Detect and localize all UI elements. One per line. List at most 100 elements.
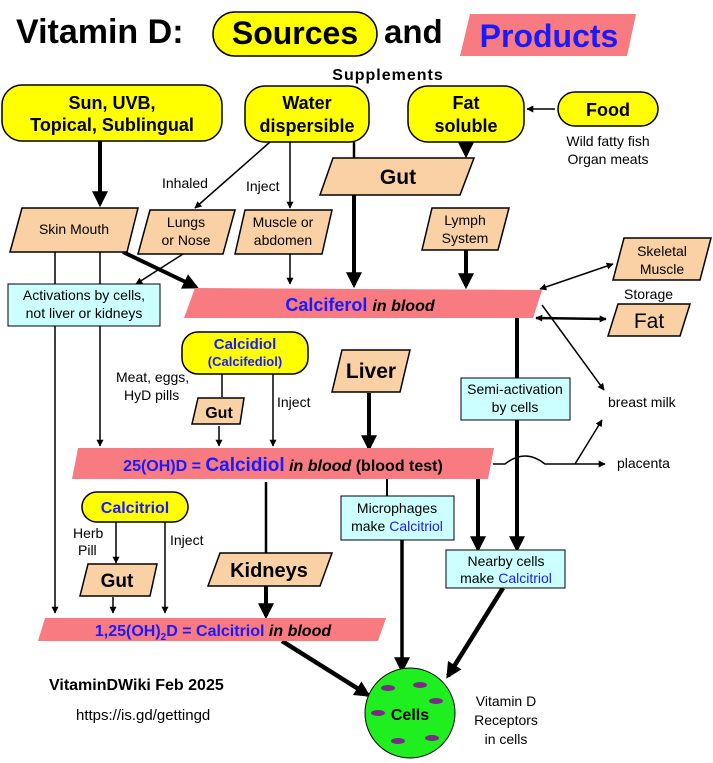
fat-line-2: soluble bbox=[434, 116, 497, 136]
calcitriol-bubble: Calcitriol bbox=[81, 491, 189, 523]
svg-text:Gut: Gut bbox=[380, 166, 416, 189]
svg-text:make Calcitriol: make Calcitriol bbox=[351, 518, 443, 534]
inject-label-3: Inject bbox=[170, 532, 204, 548]
inject-label-2: Inject bbox=[277, 394, 311, 410]
receptors-line-3: in cells bbox=[485, 731, 528, 747]
inhaled-label: Inhaled bbox=[162, 175, 208, 191]
cells-label: Cells bbox=[391, 707, 429, 724]
title: Vitamin D: Sources and Products bbox=[16, 11, 636, 57]
gut-top: Gut bbox=[318, 157, 476, 196]
muscle-abdomen-box: Muscle or abdomen bbox=[234, 209, 333, 255]
lungs-nose-box: Lungs or Nose bbox=[137, 209, 236, 255]
svg-text:or Nose: or Nose bbox=[161, 232, 210, 248]
calcidiol-tail: (blood test) bbox=[356, 458, 443, 475]
microphages-box: Microphages make Calcitriol bbox=[340, 495, 455, 541]
calcidiol-italic: in blood bbox=[289, 458, 352, 475]
calcitriol-bar: 1,25(OH)2D = Calcitriol in blood bbox=[38, 618, 386, 643]
svg-text:Muscle or: Muscle or bbox=[253, 214, 314, 230]
semi-activation-box: Semi-activation by cells bbox=[460, 377, 571, 421]
gut-mid: Gut bbox=[191, 397, 245, 425]
svg-text:Fat: Fat bbox=[634, 310, 665, 333]
skin-mouth-box: Skin Mouth bbox=[9, 207, 139, 253]
calciferol-main: Calciferol bbox=[285, 295, 367, 315]
activations-box: Activations by cells, not liver or kidne… bbox=[7, 283, 161, 327]
fat-line-1: Fat bbox=[453, 93, 480, 113]
svg-text:1,25(OH)2D = Calcitriol in blo: 1,25(OH)2D = Calcitriol in blood bbox=[95, 623, 332, 643]
calcitriol-italic: in blood bbox=[269, 623, 332, 640]
svg-text:Semi-activation: Semi-activation bbox=[467, 381, 563, 397]
svg-text:make Calcitriol: make Calcitriol bbox=[460, 570, 552, 586]
title-and: and bbox=[384, 13, 443, 50]
products-banner bbox=[460, 14, 636, 56]
meat-label-2: HyD pills bbox=[124, 387, 179, 403]
nearby-cells-box: Nearby cells make Calcitriol bbox=[445, 549, 566, 589]
meat-label-1: Meat, eggs, bbox=[116, 369, 189, 385]
herb-label: Herb bbox=[73, 525, 104, 541]
title-products: Products bbox=[480, 18, 619, 54]
receptor-dot bbox=[391, 738, 405, 744]
food-note-1: Wild fatty fish bbox=[566, 133, 649, 149]
liver-box: Liver bbox=[331, 349, 411, 393]
svg-text:Skeletal: Skeletal bbox=[637, 243, 687, 259]
calcitriol-part2: D = Calcitriol bbox=[166, 623, 269, 640]
sun-line-2: Topical, Sublingual bbox=[30, 115, 194, 135]
svg-text:Calciferol in blood: Calciferol in blood bbox=[285, 295, 435, 315]
source-water-dispersible: Water dispersible bbox=[244, 85, 370, 143]
lymph-system-box: Lymph System bbox=[421, 207, 510, 251]
placenta-label: placenta bbox=[617, 455, 670, 471]
calcidiol-bar: 25(OH)D = Calcidiol in blood (blood test… bbox=[72, 448, 494, 479]
breast-milk-label: breast milk bbox=[608, 394, 677, 410]
calciferol-bar: Calciferol in blood bbox=[184, 288, 542, 318]
supplements-header: Supplements bbox=[332, 67, 443, 84]
svg-text:System: System bbox=[442, 230, 489, 246]
sources-pill bbox=[212, 11, 378, 57]
svg-text:Activations by cells,: Activations by cells, bbox=[23, 287, 145, 303]
url-link[interactable]: https://is.gd/gettingd bbox=[76, 707, 210, 724]
svg-text:Kidneys: Kidneys bbox=[230, 560, 308, 582]
fat-storage-box: Fat bbox=[606, 303, 692, 337]
cells-circle: Cells bbox=[364, 667, 456, 759]
receptor-dot bbox=[381, 685, 395, 691]
svg-text:Calcitriol: Calcitriol bbox=[101, 500, 169, 517]
calcidiol-prefix: 25(OH)D = bbox=[123, 458, 205, 475]
inject-label-1: Inject bbox=[246, 178, 280, 194]
svg-text:Skin Mouth: Skin Mouth bbox=[39, 221, 109, 237]
receptor-dot bbox=[429, 698, 443, 704]
svg-text:Muscle: Muscle bbox=[640, 261, 685, 277]
svg-text:Lungs: Lungs bbox=[167, 214, 205, 230]
source-sun: Sun, UVB, Topical, Sublingual bbox=[1, 84, 223, 142]
gut-low: Gut bbox=[79, 563, 158, 597]
calcitriol-part1: 1,25(OH) bbox=[95, 623, 161, 640]
svg-text:not liver or kidneys: not liver or kidneys bbox=[26, 305, 143, 321]
svg-text:Liver: Liver bbox=[346, 360, 396, 383]
receptor-dot bbox=[371, 710, 385, 716]
source-fat-soluble: Fat soluble bbox=[407, 85, 525, 143]
kidneys-box: Kidneys bbox=[206, 552, 334, 587]
sun-line-1: Sun, UVB, bbox=[68, 93, 155, 113]
svg-text:Gut: Gut bbox=[205, 405, 233, 422]
svg-text:by cells: by cells bbox=[492, 399, 539, 415]
food-label: Food bbox=[586, 100, 630, 120]
skeletal-muscle-box: Skeletal Muscle bbox=[612, 237, 712, 281]
calcidiol-main: Calcidiol bbox=[205, 455, 284, 476]
receptors-line-2: Receptors bbox=[474, 712, 538, 728]
credit: VitaminDWiki Feb 2025 bbox=[49, 677, 224, 694]
receptors-line-1: Vitamin D bbox=[476, 693, 536, 709]
calciferol-suffix: in blood bbox=[372, 298, 435, 315]
svg-text:Gut: Gut bbox=[101, 571, 134, 592]
source-food: Food bbox=[557, 91, 659, 127]
calcitriol-sub: 2 bbox=[161, 632, 167, 643]
svg-text:Microphages: Microphages bbox=[357, 500, 437, 516]
pill-label: Pill bbox=[78, 542, 97, 558]
water-line-2: dispersible bbox=[259, 116, 354, 136]
svg-text:Calcidiol: Calcidiol bbox=[214, 336, 277, 353]
svg-text:Nearby cells: Nearby cells bbox=[467, 553, 544, 569]
receptor-dot bbox=[425, 735, 439, 741]
food-note-2: Organ meats bbox=[568, 151, 649, 167]
calcidiol-bubble: Calcidiol (Calcifediol) bbox=[181, 331, 309, 375]
svg-text:Lymph: Lymph bbox=[444, 212, 486, 228]
svg-text:(Calcifediol): (Calcifediol) bbox=[208, 354, 282, 369]
svg-text:abdomen: abdomen bbox=[254, 232, 312, 248]
title-sources: Sources bbox=[232, 15, 358, 51]
